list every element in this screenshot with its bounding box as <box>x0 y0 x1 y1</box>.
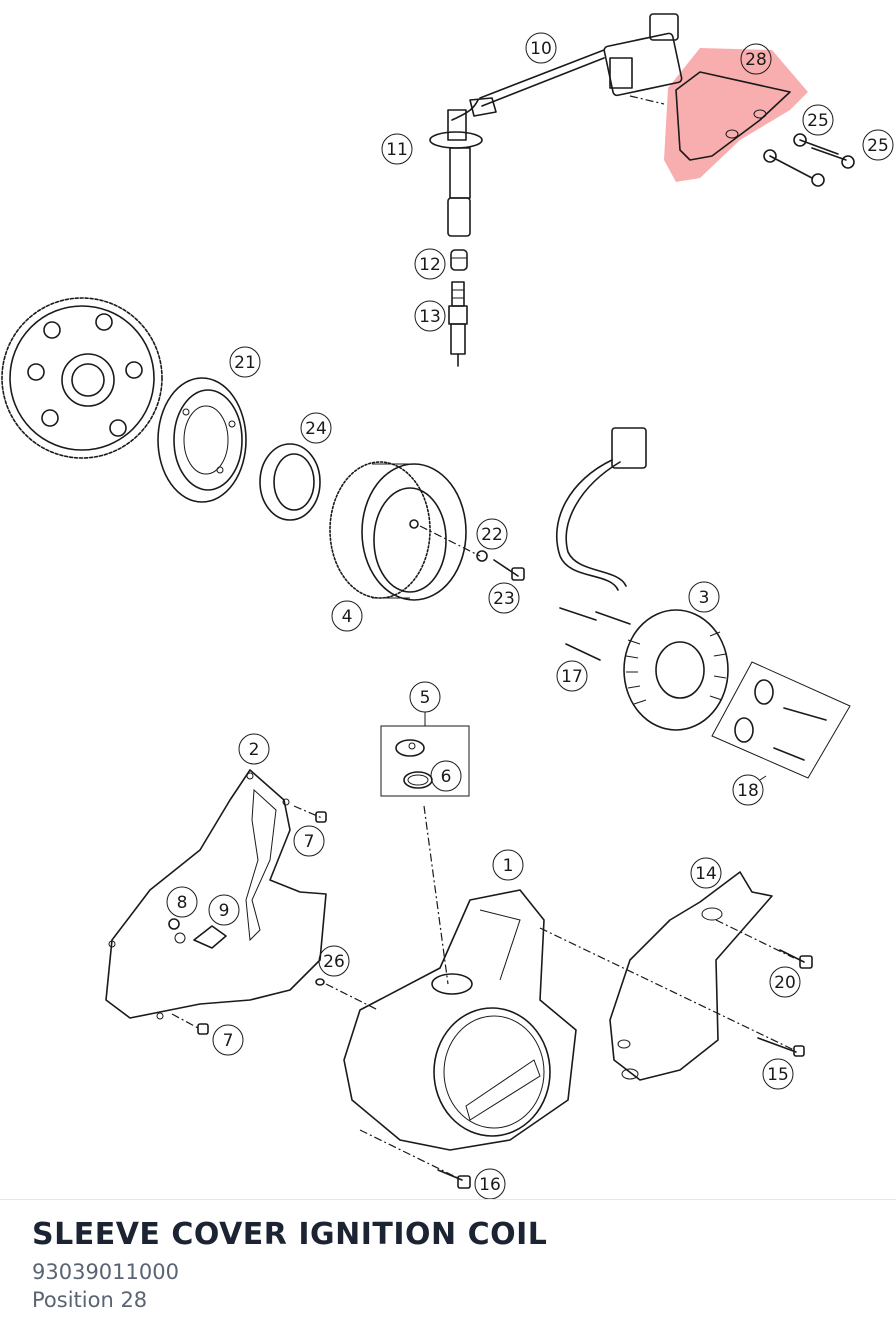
svg-text:20: 20 <box>774 973 796 993</box>
svg-text:8: 8 <box>177 893 188 913</box>
svg-text:15: 15 <box>767 1065 789 1085</box>
clip-8[interactable] <box>168 918 180 930</box>
highlight-sleeve-cover-28[interactable] <box>664 48 808 182</box>
callout-22[interactable]: 22 <box>476 518 508 550</box>
svg-text:22: 22 <box>481 525 503 545</box>
svg-text:4: 4 <box>342 607 353 627</box>
bolts-25[interactable] <box>629 95 855 187</box>
svg-text:13: 13 <box>419 307 441 327</box>
callout-24[interactable]: 24 <box>300 412 332 444</box>
svg-text:5: 5 <box>420 688 431 708</box>
spark-plug-cap-11[interactable] <box>429 99 483 237</box>
exploded-parts-diagram: 10 28 25 25 11 12 13 21 24 22 23 4 3 17 … <box>1 13 894 1200</box>
callout-7-top[interactable]: 7 <box>293 825 325 857</box>
svg-text:28: 28 <box>745 50 767 70</box>
bushing-7-top[interactable] <box>293 805 327 823</box>
part-title: SLEEVE COVER IGNITION COIL <box>32 1217 548 1252</box>
divider <box>0 1199 896 1200</box>
plug-kit-5-6[interactable] <box>380 712 470 797</box>
svg-text:23: 23 <box>493 589 515 609</box>
spark-plug-boot-12[interactable] <box>450 249 468 271</box>
stator-3[interactable] <box>555 427 729 731</box>
svg-text:18: 18 <box>737 781 759 801</box>
washer-22[interactable] <box>476 550 488 562</box>
svg-text:10: 10 <box>530 39 552 59</box>
part-info-panel: SLEEVE COVER IGNITION COIL 93039011000 P… <box>32 1212 864 1314</box>
svg-text:24: 24 <box>305 419 327 439</box>
svg-text:3: 3 <box>699 588 710 608</box>
callout-1[interactable]: 1 <box>492 849 524 881</box>
callout-25-b[interactable]: 25 <box>862 129 894 161</box>
svg-text:25: 25 <box>867 136 889 156</box>
ignition-cover-1[interactable] <box>343 805 577 1151</box>
callout-10[interactable]: 10 <box>525 32 557 64</box>
cover-gasket-2[interactable] <box>105 769 327 1020</box>
svg-text:6: 6 <box>441 767 452 787</box>
callout-13[interactable]: 13 <box>414 300 446 332</box>
callout-12[interactable]: 12 <box>414 248 446 280</box>
stator-screws-17[interactable] <box>559 607 631 661</box>
callout-labels: 10 28 25 25 11 12 13 21 24 22 23 4 3 17 … <box>166 32 894 1200</box>
callout-25-a[interactable]: 25 <box>802 104 834 136</box>
callout-7-bottom[interactable]: 7 <box>212 1024 244 1056</box>
callout-18[interactable]: 18 <box>732 774 764 806</box>
callout-26[interactable]: 26 <box>318 945 350 977</box>
callout-5[interactable]: 5 <box>409 681 441 713</box>
freewheel-21[interactable] <box>157 377 247 503</box>
part-position: Position 28 <box>32 1288 148 1312</box>
svg-text:12: 12 <box>419 255 441 275</box>
screw-16[interactable] <box>359 1129 471 1189</box>
callout-9[interactable]: 9 <box>208 894 240 926</box>
callout-11[interactable]: 11 <box>381 133 413 165</box>
callout-3[interactable]: 3 <box>688 581 720 613</box>
svg-text:2: 2 <box>249 740 260 760</box>
svg-text:21: 21 <box>234 353 256 373</box>
svg-text:16: 16 <box>479 1175 501 1195</box>
sprocket-cover-14[interactable] <box>609 871 773 1081</box>
bushing-7-bottom[interactable] <box>171 1013 209 1035</box>
svg-text:25: 25 <box>807 111 829 131</box>
spark-plug-13[interactable] <box>448 281 468 367</box>
callout-28[interactable]: 28 <box>740 43 772 75</box>
callout-14[interactable]: 14 <box>690 857 722 889</box>
callout-8[interactable]: 8 <box>166 886 198 918</box>
screw-15[interactable] <box>539 927 805 1057</box>
callout-21[interactable]: 21 <box>229 346 261 378</box>
rotor-4[interactable] <box>329 461 467 601</box>
svg-text:17: 17 <box>561 667 583 687</box>
starter-gear[interactable] <box>1 297 163 459</box>
bearing-ring-24[interactable] <box>259 443 321 521</box>
svg-text:9: 9 <box>219 901 230 921</box>
svg-text:11: 11 <box>386 140 408 160</box>
callout-4[interactable]: 4 <box>331 600 363 632</box>
screw-20[interactable] <box>715 919 813 969</box>
svg-text:7: 7 <box>304 832 315 852</box>
screw-kit-18[interactable] <box>711 661 851 781</box>
callout-17[interactable]: 17 <box>556 660 588 692</box>
svg-text:14: 14 <box>695 864 717 884</box>
svg-text:1: 1 <box>503 856 514 876</box>
callout-15[interactable]: 15 <box>762 1058 794 1090</box>
part-number: 93039011000 <box>32 1260 179 1284</box>
cable-clip-9[interactable] <box>193 925 227 949</box>
svg-text:7: 7 <box>223 1031 234 1051</box>
callout-2[interactable]: 2 <box>238 733 270 765</box>
callout-20[interactable]: 20 <box>769 966 801 998</box>
callout-23[interactable]: 23 <box>488 582 520 614</box>
rotor-nut-23[interactable] <box>419 525 525 581</box>
svg-text:26: 26 <box>323 952 345 972</box>
ignition-coil-10[interactable] <box>469 13 683 117</box>
callout-16[interactable]: 16 <box>474 1168 506 1200</box>
callout-6[interactable]: 6 <box>430 760 462 792</box>
